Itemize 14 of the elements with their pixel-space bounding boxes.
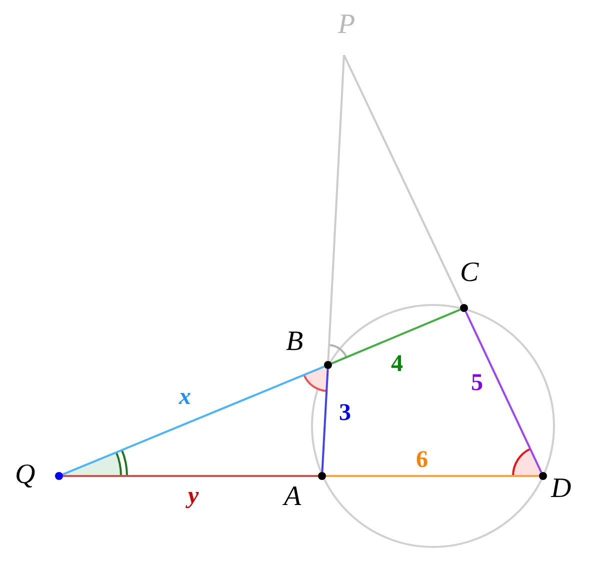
point-label: D [551, 474, 572, 504]
point-label: B [286, 327, 304, 357]
line-segment [63, 475, 318, 477]
point-label: A [284, 482, 302, 512]
line-segment [343, 54, 464, 305]
line-segment [331, 308, 461, 364]
line-segment [327, 54, 345, 362]
point-label: Q [15, 460, 36, 490]
point-label: P [338, 10, 356, 40]
line-segment [321, 368, 329, 472]
point-label: C [460, 258, 479, 288]
line-segment [62, 366, 325, 476]
line-segment [464, 311, 542, 473]
line-segment [326, 475, 539, 477]
